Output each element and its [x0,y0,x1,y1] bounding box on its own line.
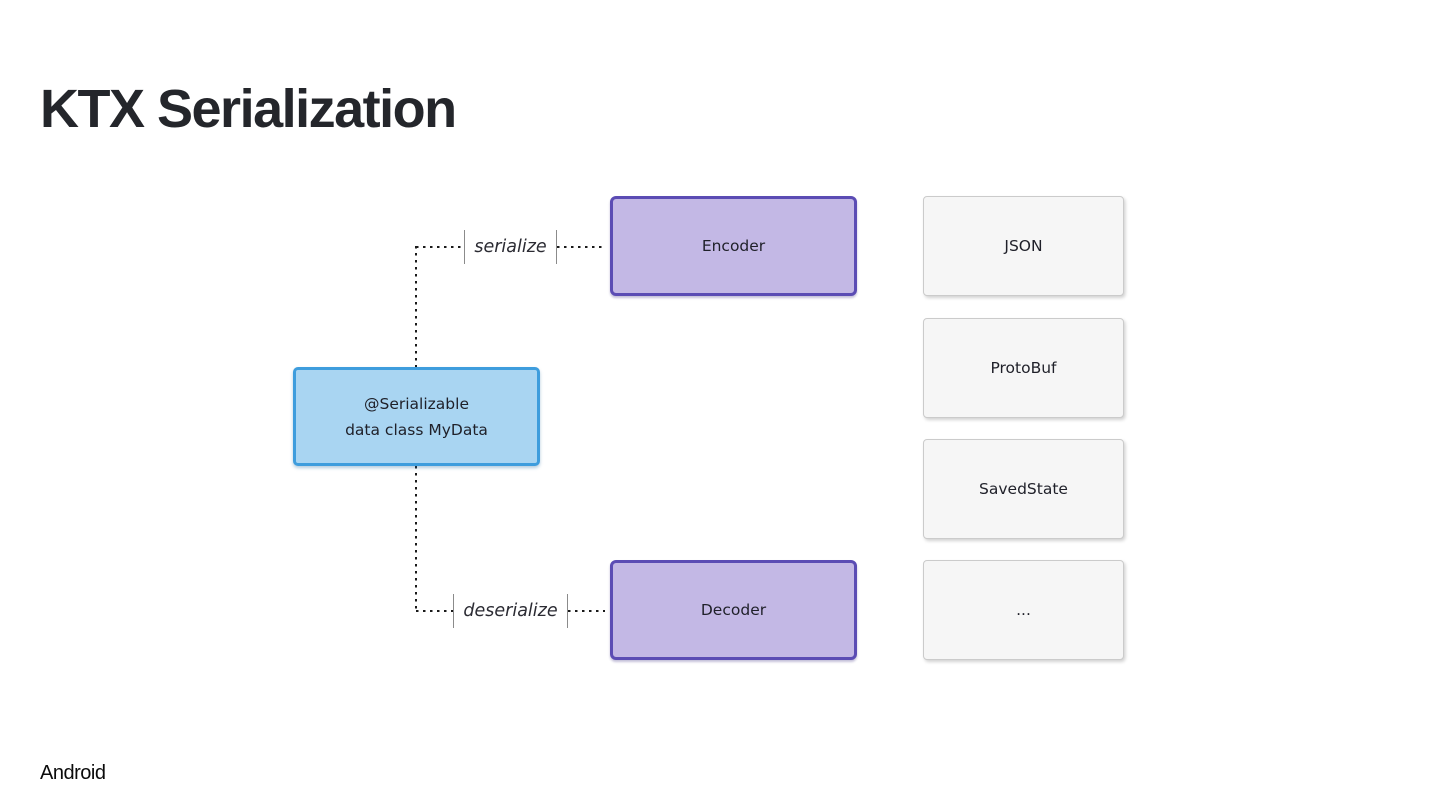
serializable-annotation-line: @Serializable [364,394,469,413]
connector-serialize-left-tick [463,230,466,264]
format-box-savedstate: SavedState [923,439,1124,539]
connector-serialize-right-segment [557,245,605,249]
encoder-box: Encoder [610,196,857,296]
connector-deserialize-left-tick [452,594,455,628]
connector-source-to-deserialize [414,466,418,612]
decoder-box: Decoder [610,560,857,660]
connector-deserialize-right-segment [568,609,605,613]
deserialize-label: deserialize [463,601,558,621]
format-box-json: JSON [923,196,1124,296]
format-box-more: ... [923,560,1124,660]
connector-deserialize-right-tick [566,594,569,628]
connector-deserialize-row: deserialize [416,594,605,628]
connector-serialize-row: serialize [416,230,605,264]
format-label-json: JSON [1004,237,1043,255]
page-title: KTX Serialization [40,79,457,139]
format-label-more: ... [1016,601,1031,619]
android-wordmark: Android [40,762,106,784]
connector-deserialize-left-segment [416,609,453,613]
connector-source-to-serialize [414,246,418,367]
format-label-protobuf: ProtoBuf [990,359,1057,377]
serializable-data-class-label: @Serializable data class MyData [345,391,488,443]
connector-serialize-right-tick [555,230,558,264]
serialize-label: serialize [474,237,547,257]
encoder-label: Encoder [701,237,766,255]
serializable-data-class-box: @Serializable data class MyData [293,367,540,466]
data-class-line: data class MyData [345,420,488,439]
connector-serialize-left-segment [416,245,464,249]
format-box-protobuf: ProtoBuf [923,318,1124,418]
format-label-savedstate: SavedState [979,480,1068,498]
decoder-label: Decoder [700,601,767,619]
